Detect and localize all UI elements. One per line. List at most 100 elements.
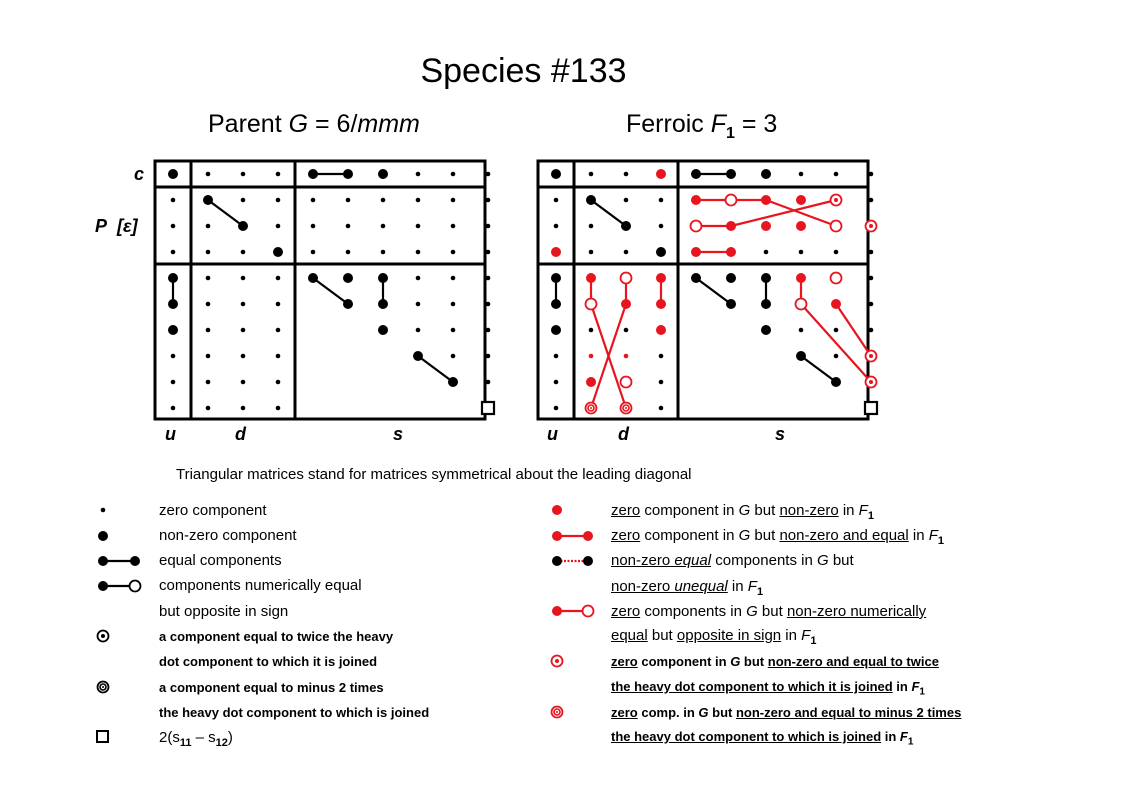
left-zero-dot (415, 301, 421, 307)
right-opposite-dot (584, 297, 598, 311)
left-zero-dot (485, 171, 491, 177)
right-nonzero-dot (551, 299, 561, 309)
legend-opposite-icon-a (98, 581, 108, 591)
right-zero-dot (623, 197, 629, 203)
right-opposite-dot (794, 297, 808, 311)
left-zero-dot (240, 197, 246, 203)
legend-red-opposite-icon-b (581, 604, 595, 618)
right-link (765, 198, 837, 228)
legend-unequal-icon-a (552, 556, 562, 566)
left-nonzero-dot (308, 169, 318, 179)
left-zero-dot (450, 301, 456, 307)
triangular-note: Triangular matrices stand for matrices s… (176, 466, 692, 483)
left-zero-dot (170, 249, 176, 255)
right-nonzero-dot (586, 195, 596, 205)
right-nonzero-dot (691, 195, 701, 205)
right-nonzero-dot (551, 169, 561, 179)
col-label-u-right: u (547, 424, 558, 444)
ferroic-heading: Ferroic F1 = 3 (626, 110, 778, 142)
left-zero-dot (170, 197, 176, 203)
left-nonzero-dot (238, 221, 248, 231)
left-zero-dot (240, 249, 246, 255)
right-nonzero-dot (621, 299, 631, 309)
col-label-s-right: s (775, 424, 786, 444)
legend-equal-icon-a (98, 556, 108, 566)
right-link (800, 303, 872, 383)
left-nonzero-dot (308, 273, 318, 283)
right-zero-dot (833, 327, 839, 333)
left-zero-dot (485, 301, 491, 307)
right-nonzero-dot (551, 273, 561, 283)
left-zero-dot (170, 405, 176, 411)
left-zero-dot (275, 197, 281, 203)
right-zero-dot (553, 197, 559, 203)
left-zero-dot (415, 223, 421, 229)
left-nonzero-dot (378, 299, 388, 309)
right-zero-dot (658, 197, 664, 203)
right-zero-dot (798, 249, 804, 255)
left-zero-dot (310, 197, 316, 203)
right-nonzero-dot (656, 299, 666, 309)
left-s11-s12-square (480, 400, 496, 416)
left-zero-dot (205, 327, 211, 333)
right-zero-dot (868, 301, 874, 307)
right-twice-dot-center (869, 380, 873, 384)
right-zero-dot (763, 249, 769, 255)
left-zero-dot (275, 275, 281, 281)
legend-right-9: zero comp. in G but non-zero and equal t… (611, 705, 962, 720)
legend-left-3: equal components (159, 552, 282, 569)
legend-left-8: a component equal to minus 2 times (159, 680, 384, 695)
left-zero-dot (240, 171, 246, 177)
left-nonzero-dot (378, 273, 388, 283)
legend-right-7: zero component in G but non-zero and equ… (611, 654, 939, 669)
right-opposite-dot (619, 271, 633, 285)
left-nonzero-dot (343, 273, 353, 283)
left-zero-dot (485, 197, 491, 203)
right-zero-dot (833, 249, 839, 255)
right-zero-dot (623, 171, 629, 177)
left-zero-dot (170, 223, 176, 229)
right-minus2-dot-center (590, 407, 592, 409)
left-matrix-frame (153, 159, 487, 421)
left-zero-dot (275, 353, 281, 359)
left-zero-dot (205, 379, 211, 385)
left-nonzero-dot (378, 325, 388, 335)
legend-twice-icon-center (101, 634, 105, 638)
right-nonzero-dot (831, 299, 841, 309)
right-zero-dot (868, 249, 874, 255)
left-zero-dot (240, 379, 246, 385)
left-zero-dot (485, 327, 491, 333)
right-zero-dot (658, 223, 664, 229)
right-nonzero-dot (796, 351, 806, 361)
right-nonzero-dot (796, 195, 806, 205)
legend-right-5: zero components in G but non-zero numeri… (611, 603, 927, 620)
right-zero-dot (868, 275, 874, 281)
left-zero-dot (205, 171, 211, 177)
legend-right-6: equal but opposite in sign in F1 (611, 627, 817, 647)
right-nonzero-dot (621, 221, 631, 231)
left-zero-dot (240, 327, 246, 333)
right-nonzero-dot (691, 273, 701, 283)
left-zero-dot (485, 379, 491, 385)
right-nonzero-dot (761, 325, 771, 335)
row-label-c: c (134, 164, 145, 184)
right-twice-dot-center (834, 198, 838, 202)
right-zero-dot (623, 249, 629, 255)
left-zero-dot (275, 171, 281, 177)
right-zero-dot (553, 223, 559, 229)
col-label-d-left: d (235, 424, 246, 444)
right-zero-dot (658, 353, 664, 359)
right-nonzero-dot (726, 299, 736, 309)
left-zero-dot (415, 197, 421, 203)
left-zero-dot (450, 249, 456, 255)
legend-red-twice-icon-center (555, 659, 559, 663)
right-matrix-frame (536, 159, 870, 421)
left-zero-dot (205, 249, 211, 255)
left-zero-dot (415, 275, 421, 281)
legend-red-opposite-icon-a (552, 606, 562, 616)
col-label-u-left: u (165, 424, 176, 444)
left-zero-dot (345, 197, 351, 203)
left-nonzero-dot (343, 169, 353, 179)
legend-right-8: the heavy dot component to which it is j… (611, 679, 925, 698)
right-link (730, 198, 837, 228)
